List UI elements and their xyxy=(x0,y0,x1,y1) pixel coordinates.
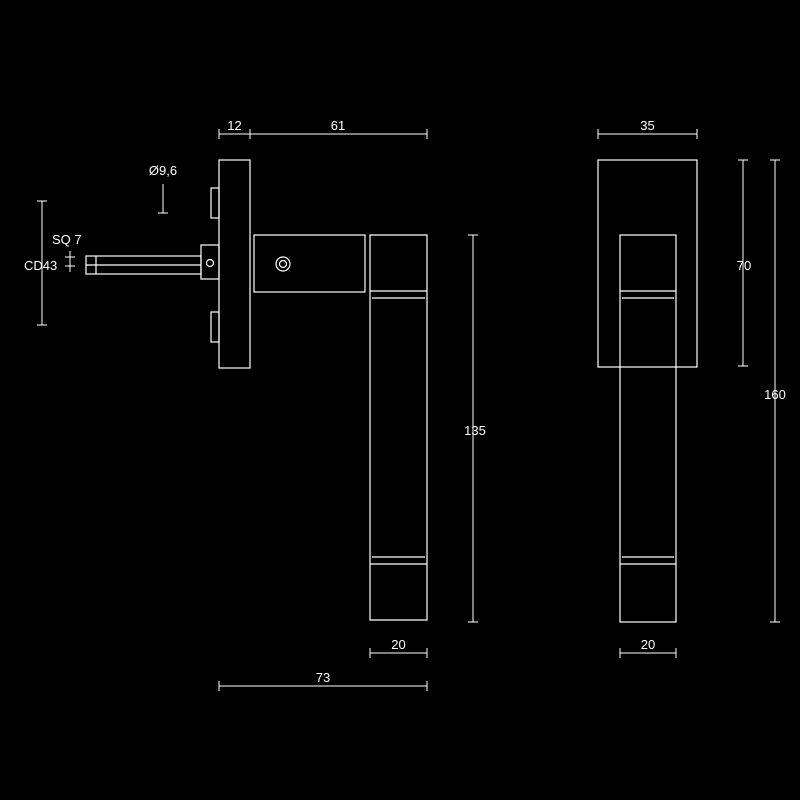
dim-overall-height-label: 160 xyxy=(764,387,786,402)
lever-front xyxy=(619,234,677,623)
dim-rose-width-label: 35 xyxy=(640,118,654,133)
spindle-block xyxy=(200,244,220,280)
dim-spindle-offset-label: CD43 xyxy=(24,258,57,273)
lever-grip-side xyxy=(369,234,428,621)
dim-overall-depth-label: 73 xyxy=(316,670,330,685)
dim-pin-label: Ø9,6 xyxy=(149,163,177,178)
dim-overall-height: 160 xyxy=(764,159,786,623)
dim-lever-length: 135 xyxy=(464,234,486,623)
dim-rose-height-label: 70 xyxy=(737,258,751,273)
dim-rose-height: 70 xyxy=(737,159,751,367)
lock-cylinder-inner xyxy=(278,259,288,269)
dim-lever-width-front: 20 xyxy=(619,637,677,658)
dim-projection: 61 xyxy=(250,118,428,139)
dim-lever-width-front-label: 20 xyxy=(641,637,655,652)
dim-rose-width: 35 xyxy=(597,118,698,139)
rose-plate-side xyxy=(218,159,251,369)
dim-rose-thickness-label: 12 xyxy=(227,118,241,133)
lock-cylinder-outer xyxy=(275,256,291,272)
spindle-pin-hole xyxy=(205,258,215,268)
side-view: 12 61 Ø9,6 SQ 7 CD43 xyxy=(24,118,486,691)
dim-rose-thickness: 12 xyxy=(218,118,251,139)
dim-lever-length-label: 135 xyxy=(464,423,486,438)
dim-overall-depth: 73 xyxy=(218,670,428,691)
dim-lever-width-side-label: 20 xyxy=(391,637,405,652)
dim-spindle-square-label: SQ 7 xyxy=(52,232,82,247)
dim-lever-width-side: 20 xyxy=(369,637,428,658)
lever-neck xyxy=(253,234,366,293)
lower-fixing-lug xyxy=(210,311,220,343)
rose-plate-front xyxy=(597,159,698,368)
dim-projection-label: 61 xyxy=(331,118,345,133)
dim-pin: Ø9,6 xyxy=(149,163,177,214)
front-view: 35 70 160 20 xyxy=(597,118,786,658)
dim-spindle: SQ 7 CD43 xyxy=(24,200,82,326)
upper-fixing-lug xyxy=(210,187,220,219)
